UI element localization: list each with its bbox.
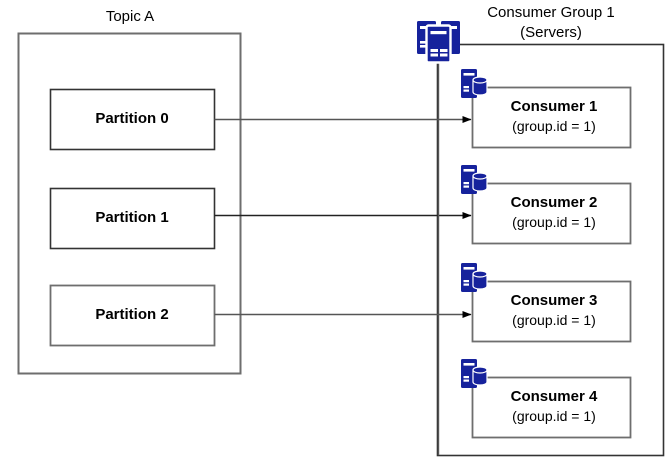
consumer-name-3: Consumer 3 xyxy=(510,292,598,309)
consumer-detail-4: (group.id = 1) xyxy=(512,408,596,424)
consumer-name-2: Consumer 2 xyxy=(510,194,598,211)
consumer-detail-2: (group.id = 1) xyxy=(512,214,596,230)
consumer-name-4: Consumer 4 xyxy=(510,388,598,405)
consumer-server-icon-4 xyxy=(461,359,488,388)
partition-box-2[interactable] xyxy=(49,284,216,347)
partition-label-0: Partition 0 xyxy=(95,110,169,127)
consumer-group-title-line2: (Servers) xyxy=(520,24,582,41)
consumer-group-container xyxy=(436,43,665,457)
consumer-name-1: Consumer 1 xyxy=(510,98,598,115)
consumer-detail-3: (group.id = 1) xyxy=(512,312,596,328)
partition-label-2: Partition 2 xyxy=(95,306,169,323)
consumer-detail-1: (group.id = 1) xyxy=(512,118,596,134)
consumer-box-2[interactable] xyxy=(471,182,632,245)
consumer-box-1[interactable] xyxy=(471,86,632,149)
consumer-server-icon-3 xyxy=(461,263,488,292)
consumer-server-icon-1 xyxy=(461,69,488,98)
servers-group-icon xyxy=(417,21,460,64)
partition-box-1[interactable] xyxy=(49,187,216,250)
partition-label-1: Partition 1 xyxy=(95,209,169,226)
topic-container xyxy=(17,32,242,375)
topic-title: Topic A xyxy=(105,8,155,25)
consumer-box-3[interactable] xyxy=(471,280,632,343)
consumer-group-title-line1: Consumer Group 1 xyxy=(487,4,615,21)
consumer-server-icon-2 xyxy=(461,165,488,194)
consumer-box-4[interactable] xyxy=(471,376,632,439)
partition-box-0[interactable] xyxy=(49,88,216,151)
